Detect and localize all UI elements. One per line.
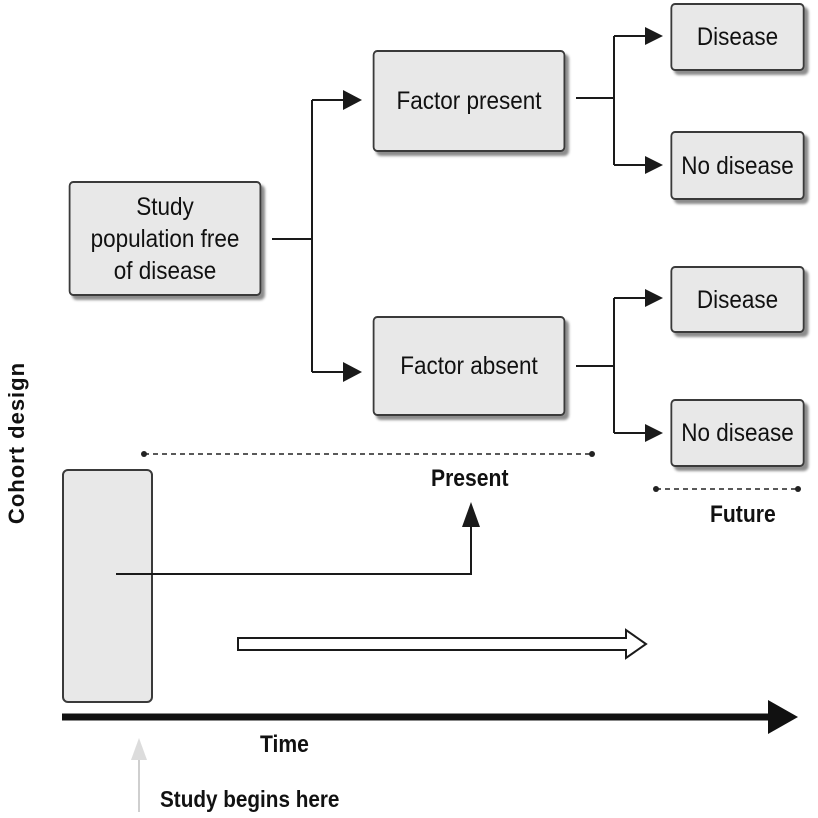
node-absent-no-disease-label: No disease bbox=[681, 419, 794, 447]
future-label: Future bbox=[710, 501, 776, 528]
node-factor-present-label: Factor present bbox=[396, 87, 542, 115]
arrow-head bbox=[645, 289, 663, 307]
study-begins-arrow bbox=[131, 738, 147, 812]
arrow-to-factor-present bbox=[312, 90, 362, 110]
connector-factor-absent-fork bbox=[576, 289, 663, 442]
connector-factor-present-fork bbox=[576, 27, 663, 174]
node-absent-disease-label: Disease bbox=[696, 285, 779, 314]
node-present-disease: Disease bbox=[670, 3, 805, 71]
node-study-population: Study population free of disease bbox=[68, 181, 262, 296]
node-factor-absent-label: Factor absent bbox=[400, 352, 538, 380]
arrow-head bbox=[645, 424, 663, 442]
time-axis bbox=[62, 700, 798, 734]
node-study-population-label: Study population free of disease bbox=[90, 192, 240, 285]
node-factor-present: Factor present bbox=[372, 50, 566, 152]
side-title: Cohort design bbox=[4, 361, 29, 525]
future-span bbox=[653, 486, 801, 492]
study-begins-label: Study begins here bbox=[160, 786, 340, 812]
connector-population-fork bbox=[272, 100, 313, 372]
timeline-start-block bbox=[62, 469, 153, 703]
arrow-to-factor-absent bbox=[312, 362, 362, 382]
node-present-disease-label: Disease bbox=[696, 23, 779, 51]
node-factor-absent: Factor absent bbox=[372, 316, 566, 416]
node-present-no-disease-label: No disease bbox=[681, 151, 794, 180]
node-absent-no-disease: No disease bbox=[670, 399, 805, 467]
arrow-to-present bbox=[116, 502, 480, 575]
arrow-head bbox=[645, 156, 663, 174]
time-label: Time bbox=[260, 731, 309, 758]
present-span bbox=[141, 451, 595, 457]
node-absent-disease: Disease bbox=[670, 266, 805, 333]
arrow-head bbox=[645, 27, 663, 45]
present-label: Present bbox=[431, 465, 509, 492]
node-present-no-disease: No disease bbox=[670, 131, 805, 200]
progression-arrow bbox=[237, 628, 648, 660]
